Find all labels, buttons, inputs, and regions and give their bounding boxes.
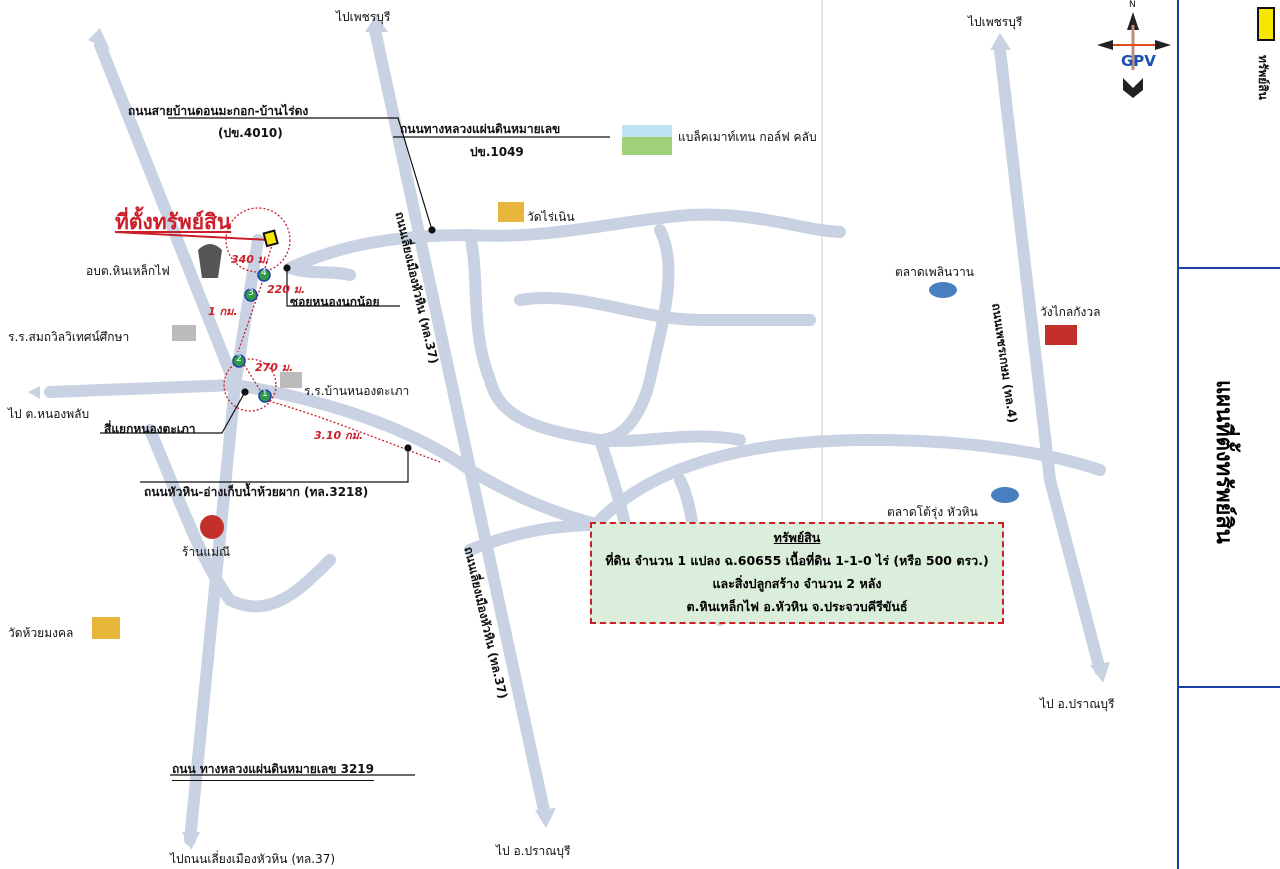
dest-pranburi-2: ไป อ.ปราณบุรี [1040, 697, 1115, 711]
klai-kangwon-label: วังไกลกังวล [1040, 305, 1101, 319]
property-label: ที่ตั้งทรัพย์สิน [115, 210, 232, 234]
garuda-emblem-icon [198, 244, 222, 278]
distance-1km: 1 กม. [208, 305, 238, 318]
road-3218-label: ถนนหัวหิน-อ่างเก็บน้ำห้วยผาก (ทล.3218) [144, 485, 369, 499]
obt-label: อบต.หินเหล็กไฟ [86, 264, 170, 278]
legend-swatch [1257, 7, 1275, 41]
mae-nee-label: ร้านแม่ณี [182, 545, 231, 559]
school2-label: ร.ร.บ้านหนองตะเภา [304, 384, 410, 398]
golf-label: แบล็คเมาท์เทน กอล์ฟ คลับ [678, 130, 817, 144]
compass-brand: GPV [1121, 52, 1156, 70]
compass-north: N [1129, 0, 1136, 10]
road-bypass-37 [369, 24, 551, 821]
road-3219 [184, 379, 241, 846]
compass-icon [1097, 12, 1171, 98]
waypoint-4: 4 [261, 268, 267, 278]
junction-label: สี่แยกหนองตะเภา [104, 422, 196, 436]
legend-label: ทรัพย์สิน [1256, 55, 1270, 100]
market-icon [991, 487, 1019, 503]
temple-icon [92, 617, 120, 639]
map-title: แผนที่ตั้งทรัพย์สิน [1211, 380, 1236, 544]
temple-icon [498, 202, 524, 222]
dest-bypass: ไปถนนเลี่ยงเมืองหัวหิน (ทล.37) [170, 852, 336, 866]
school1-label: ร.ร.สมถวิลวิเทศน์ศึกษา [8, 330, 130, 344]
route-path [223, 207, 441, 463]
soi-label: ซอยหนองนกน้อย [290, 295, 380, 309]
waypoints [232, 268, 272, 403]
tororung-label: ตลาดโต้รุ่ง หัวหิน [887, 505, 978, 519]
road-arrows [28, 15, 1110, 850]
road-network [44, 24, 1106, 846]
wat-huai-label: วัดห้วยมงคล [8, 626, 74, 640]
property-pointer-arrow [114, 231, 271, 241]
palace-icon [1045, 325, 1077, 345]
distance-220: 220 ม. [267, 283, 306, 296]
distance-310: 3.10 กม. [314, 429, 364, 442]
info-line3: ต.หินเหล็กไฟ อ.หัวหิน จ.ประจวบคีรีขันธ์ [686, 599, 908, 614]
school-icon [280, 372, 302, 388]
property-marker [262, 229, 279, 248]
dest-phetchaburi-1: ไปเพชรบุรี [336, 10, 391, 24]
panel-borders [1177, 0, 1280, 869]
wat-rai-noen-label: วัดไร่เนิน [527, 210, 575, 224]
distance-340: 340 ม. [231, 253, 270, 266]
waypoint-1: 1 [262, 389, 268, 399]
info-line2: และสิ่งปลูกสร้าง จำนวน 2 หลัง [712, 576, 882, 591]
road-phetkasem [994, 44, 1106, 676]
property-info-box: ทรัพย์สิน ที่ดิน จำนวน 1 แปลง ฉ.60655 เน… [590, 522, 1004, 624]
market-icon [929, 282, 957, 298]
info-title: ทรัพย์สิน [773, 530, 821, 545]
waypoint-2: 2 [236, 354, 242, 364]
road-4010-label: ถนนสายบ้านดอนมะกอก-บ้านไร่ดง [128, 104, 309, 118]
plearn-wan-label: ตลาดเพลินวาน [895, 265, 974, 279]
leader-lines [100, 117, 610, 776]
shop-icon [200, 515, 224, 539]
school-icon [172, 325, 196, 341]
dest-phetchaburi-2: ไปเพชรบุรี [968, 15, 1023, 29]
waypoint-3: 3 [248, 288, 254, 298]
info-line1: ที่ดิน จำนวน 1 แปลง ฉ.60655 เนื้อที่ดิน … [605, 553, 989, 568]
road-4010 [94, 39, 241, 391]
road-to-nongphlap [44, 379, 241, 398]
road-1049-label: ถนนทางหลวงแผ่นดินหมายเลข [400, 122, 561, 136]
distance-270: 270 ม. [255, 361, 294, 374]
road-1049-code: ปข.1049 [470, 145, 524, 159]
dest-pranburi-1: ไป อ.ปราณบุรี [496, 844, 571, 858]
poi-icons [92, 125, 1077, 639]
dest-nongphlap: ไป ต.หนองพลับ [8, 407, 90, 421]
road-3218 [229, 379, 606, 531]
road-3219-label: ถนน ทางหลวงแผ่นดินหมายเลข 3219 [172, 760, 375, 781]
road-4010-code: (ปข.4010) [218, 126, 283, 140]
